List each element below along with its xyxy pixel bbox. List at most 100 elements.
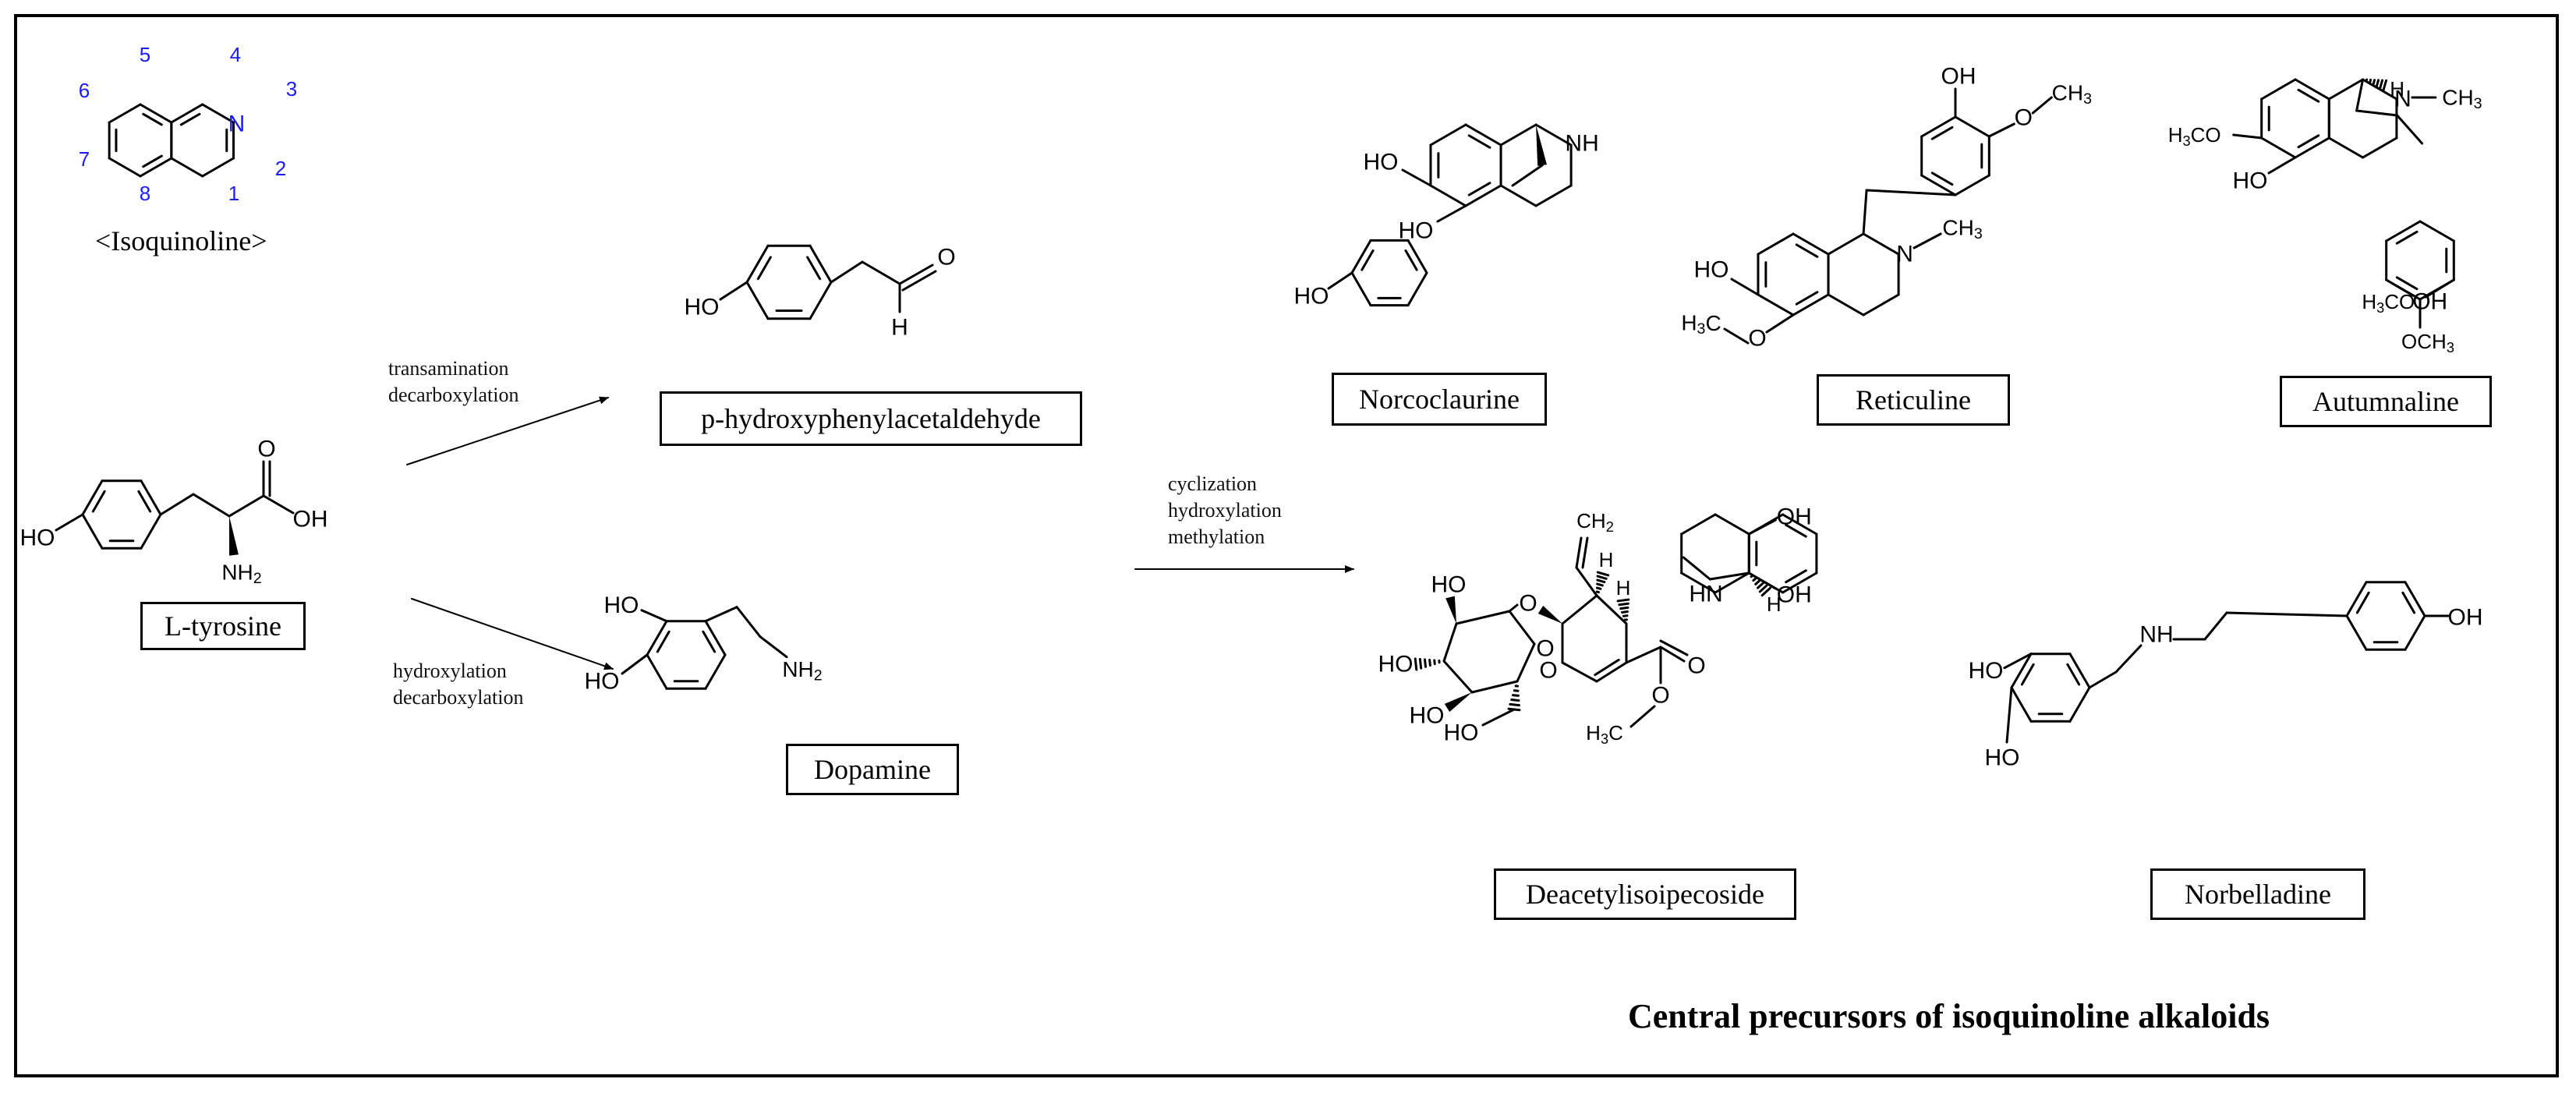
ipecoside-a-ring-double-bond [1785, 523, 1807, 538]
carbonyl-bond [898, 264, 934, 285]
tyrosine-ring [140, 479, 162, 516]
norbelladine-b-ring-double-bond [2355, 591, 2370, 614]
norcoclaurine-c-ring-double-bond [1404, 249, 1418, 271]
pyran-oxygen: O [1539, 658, 1557, 684]
dopamine-ring [646, 653, 668, 690]
ipecoside-vinyl: CH2 [1576, 509, 1614, 535]
chain-bond [2088, 670, 2118, 689]
hydroxyl-bond [2267, 156, 2297, 175]
ester-bond [1625, 646, 1662, 664]
stereo-hash [1758, 584, 1768, 593]
tyrosine-ring [81, 513, 104, 550]
methoxy-oxygen: O [2015, 105, 2033, 131]
norcoclaurine-c-ring [1350, 239, 1372, 274]
stereo-hash [1428, 659, 1431, 667]
norcoclaurine-b-ring [1534, 184, 1573, 207]
phenol-bond [55, 513, 84, 532]
stereo-hash [1760, 586, 1771, 597]
norbelladine-hydroxyl-3: HO [1969, 658, 2004, 684]
norbelladine-hydroxyl-4: HO [1985, 745, 2020, 771]
sugar-bond [1508, 610, 1536, 646]
ipecoside-hydroxyl-6: OH [1777, 504, 1812, 530]
ester-methyl: H3C [1586, 721, 1623, 747]
norcoclaurine-c-ring [1350, 271, 1372, 307]
isoquinoline-position-number: 7 [79, 147, 90, 171]
reticuline-a-ring [1792, 293, 1830, 317]
autumnaline-hydroxyl-5p: OH [2412, 289, 2447, 315]
sugar-hydroxyl-2: HO [1431, 572, 1467, 598]
ipecoside-hydroxyl-7: OH [1777, 582, 1812, 608]
autumnaline-nitrogen: N [2394, 87, 2411, 112]
stereo-hash [2365, 78, 2369, 83]
stereo-hash [1618, 602, 1629, 607]
dopamine-ring-double-bond [702, 630, 717, 653]
reticuline-a-ring [1792, 232, 1830, 256]
norcoclaurine-a-ring-double-bond [1467, 134, 1491, 149]
side-chain-bond [159, 493, 195, 516]
ester-bond [1629, 705, 1656, 728]
ipecoside-h-a: H [1616, 576, 1631, 600]
chain-bond [2355, 109, 2399, 117]
stereo-hash [2368, 78, 2373, 85]
sugar-bond [1516, 642, 1536, 683]
isoquinoline-benzo [108, 103, 142, 124]
carboxyl-bond [228, 494, 265, 518]
sugar-bond [1508, 603, 1519, 613]
sugar-bond [1455, 610, 1511, 625]
stereo-wedge [1537, 605, 1562, 624]
reticuline-methoxy-methyl: H3C [1681, 311, 1721, 338]
stereo-hash [1596, 571, 1610, 577]
sugar-bond [1470, 680, 1519, 694]
isoquinoline-position-number: 3 [286, 77, 297, 101]
aldehyde-hydroxyl: HO [685, 295, 720, 320]
pyran-bond [1595, 594, 1628, 625]
compound-label-tyrosine: L-tyrosine [140, 602, 306, 650]
reticuline-a-ring-double-bond [1795, 291, 1819, 306]
reticuline-b-ring [1827, 232, 1865, 256]
dopamine-ring-double-bond [656, 630, 671, 653]
dopamine-ring [704, 620, 727, 656]
norcoclaurine-c-ring [1407, 239, 1428, 274]
figure-border [14, 14, 2559, 1077]
aldehyde-ring-double-bond [806, 256, 822, 281]
norbelladine-a-ring [2068, 653, 2091, 689]
phenol-bond [719, 281, 748, 301]
dopamine-ring [704, 653, 727, 690]
stereo-wedge [1536, 125, 1547, 166]
norbelladine-hydroxyl-4p: OH [2448, 605, 2483, 631]
reticuline-hydroxyl: HO [1693, 257, 1729, 283]
reticuline-nitrogen: N [1896, 242, 1913, 267]
sugar-hydroxyl-6: HO [1444, 720, 1479, 746]
chain-bond [2203, 611, 2228, 641]
ipecoside-b-ring [1680, 571, 1717, 594]
reticuline-c-ring [1920, 174, 1957, 196]
ipecoside-nh: HN [1689, 582, 1722, 607]
reticuline-c-ring [1954, 115, 1990, 138]
norbelladine-a-ring [2010, 686, 2033, 723]
hydroxyl-bond [1401, 168, 1432, 187]
compound-label-aldehyde: p-hydroxyphenylacetaldehyde [660, 391, 1082, 446]
side-chain-bond [861, 260, 901, 285]
norcoclaurine-a-ring [1464, 184, 1502, 207]
ester-oxygen: O [1651, 683, 1669, 709]
isoquinoline-position-number: 1 [228, 182, 239, 205]
stereo-hash [1512, 694, 1520, 697]
ester-bond [1659, 646, 1686, 663]
dopamine-amine: NH2 [782, 657, 822, 684]
reticuline-methoxy-methyl-4p: CH3 [2052, 81, 2092, 108]
ipecoside-a-ring [1782, 571, 1818, 594]
reticuline-c-ring [1954, 174, 1990, 196]
autumnaline-hydroxyl-7: HO [2233, 168, 2268, 194]
stereo-hash [1509, 702, 1520, 707]
autumnaline-b-ring [2327, 78, 2365, 101]
process-top: transamination decarboxylation [388, 355, 519, 409]
chain-bond [2225, 611, 2348, 617]
sugar-bond [1481, 708, 1516, 727]
isoquinoline-pyridine [170, 103, 204, 124]
methoxy-bond [2232, 133, 2263, 140]
isoquinoline-caption: <Isoquinoline> [95, 225, 267, 256]
isoquinoline-benzo [139, 157, 173, 178]
autumnaline-b-ring [2362, 136, 2398, 159]
ipecoside-h1: H [1767, 592, 1782, 616]
stereo-hash [1423, 658, 1428, 668]
